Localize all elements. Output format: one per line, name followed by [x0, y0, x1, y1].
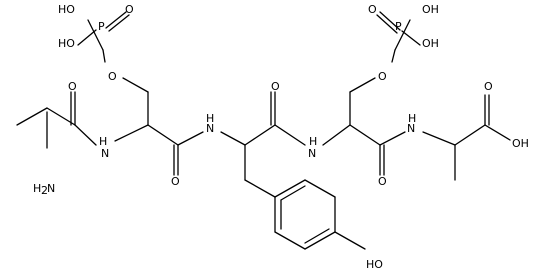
bond — [379, 131, 406, 146]
atom-label: H — [33, 182, 41, 195]
atom-label: OH — [422, 3, 439, 16]
bond — [102, 49, 106, 63]
atom-label: N — [47, 182, 55, 195]
bond — [177, 131, 204, 146]
bond — [244, 124, 276, 146]
atom-label: O — [108, 70, 117, 83]
atom-label: HO — [366, 258, 383, 271]
bond — [334, 231, 366, 250]
bond — [280, 185, 306, 201]
bond — [114, 124, 149, 142]
atom-label: H — [408, 112, 416, 125]
bond — [105, 11, 127, 29]
atom-label: O — [125, 3, 134, 16]
bond — [484, 124, 511, 141]
bond — [394, 19, 411, 51]
bond — [147, 124, 179, 146]
bond — [391, 49, 396, 63]
bond — [220, 131, 246, 146]
atom-label: H — [309, 135, 317, 148]
bond — [379, 11, 401, 31]
atom-label: H — [206, 112, 214, 125]
bond — [77, 29, 97, 46]
bond — [304, 228, 330, 244]
bond — [87, 19, 104, 51]
atom-label: N — [101, 147, 109, 160]
atom-label: O — [484, 80, 493, 93]
bond — [274, 231, 306, 250]
bond — [422, 131, 456, 146]
atom-label: O — [378, 175, 387, 188]
atom-label: OH — [422, 37, 439, 50]
bond — [349, 124, 381, 146]
atom-label: O — [171, 175, 180, 188]
atom-label: N — [308, 147, 316, 160]
atom-label: O — [271, 80, 280, 93]
bond — [16, 107, 48, 126]
atom-label: HO — [58, 3, 75, 16]
atom-label: O — [378, 70, 387, 83]
atom-label: P — [395, 20, 402, 33]
bond — [304, 231, 336, 250]
atom-labels: HO P O HO O O P OH OH O O N H O N H O N … — [33, 3, 529, 271]
atom-label: N — [206, 122, 214, 135]
bond — [74, 124, 97, 146]
bond — [46, 107, 76, 126]
atom-label: N — [407, 122, 415, 135]
atom-label: HO — [58, 37, 75, 50]
atom-label: P — [98, 20, 105, 33]
bond — [349, 77, 376, 93]
bond — [244, 179, 276, 198]
bond — [401, 30, 421, 46]
atom-label: O — [368, 3, 377, 16]
bond — [454, 124, 486, 146]
bond — [108, 14, 130, 32]
atom-label: H — [99, 135, 107, 148]
bonds — [16, 11, 511, 250]
bond — [274, 179, 306, 198]
bond — [322, 124, 351, 146]
atom-label: O — [68, 80, 77, 93]
bond — [376, 14, 398, 34]
atom-label: OH — [512, 137, 529, 150]
atom-label: 2 — [41, 184, 48, 197]
bond — [304, 179, 336, 198]
bond — [274, 124, 306, 146]
bond — [122, 77, 149, 93]
